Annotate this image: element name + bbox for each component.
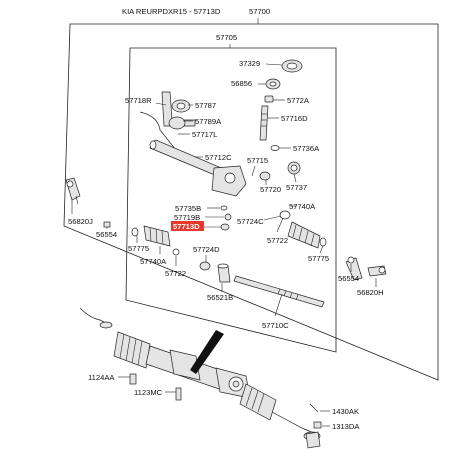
left-lock-nut-part: [103, 221, 111, 228]
pin-1430AK-part: [309, 403, 319, 413]
part-label-57722-right[interactable]: 57722: [267, 236, 288, 245]
gear-seal-part: [279, 210, 291, 220]
part-label-57775-right[interactable]: 57775: [308, 254, 329, 263]
mounting-bracket-part: [171, 99, 191, 113]
part-label-57740A-right[interactable]: 57740A: [289, 202, 316, 211]
left-bellows-boot-part: [131, 225, 171, 247]
part-label-56554-right[interactable]: 56554: [338, 274, 359, 283]
part-label-56521B[interactable]: 56521B: [207, 293, 233, 302]
mounting-bush-part: [168, 116, 186, 130]
part-label-57705[interactable]: 57705: [216, 33, 237, 42]
leader-57737: [293, 173, 297, 183]
diagram-title: KIA REURPDXR15 - 57713D: [122, 7, 221, 16]
part-label-57700[interactable]: 57700: [249, 7, 270, 16]
part-label-57712C[interactable]: 57712C: [205, 153, 232, 162]
part-label-1124AA[interactable]: 1124AA: [88, 373, 115, 382]
rack-seal-part: [199, 261, 211, 271]
part-label-1430AK[interactable]: 1430AK: [332, 407, 359, 416]
bolt-1124AA-part: [129, 373, 137, 385]
part-label-57715[interactable]: 57715: [247, 156, 268, 165]
bushing-part: [265, 78, 281, 90]
part-label-56820J[interactable]: 56820J: [68, 217, 93, 226]
leader-37329: [265, 63, 283, 66]
part-label-56856[interactable]: 56856: [231, 79, 252, 88]
seal-ring-part: [281, 59, 303, 73]
part-label-56820H[interactable]: 56820H: [357, 288, 384, 297]
part-label-57740A-left[interactable]: 57740A: [140, 257, 167, 266]
right-tie-rod-end-part: [345, 256, 387, 281]
part-label-57718R[interactable]: 57718R: [125, 96, 152, 105]
part-label-57717L[interactable]: 57717L: [192, 130, 217, 139]
right-bellows-boot-part: [287, 221, 327, 249]
part-label-57724C[interactable]: 57724C: [237, 217, 264, 226]
pointer-arrow: [190, 330, 224, 374]
part-label-57713D[interactable]: 57713D: [173, 222, 200, 231]
leader-57715: [251, 165, 256, 177]
part-label-5772A[interactable]: 5772A: [287, 96, 310, 105]
pinion-nut-part: [264, 95, 274, 103]
installed-steering-gear-illustration: [79, 307, 321, 449]
part-label-57722-left[interactable]: 57722: [165, 269, 186, 278]
leader-57718R: [155, 102, 167, 106]
assembly-frame-outer: [63, 23, 439, 381]
part-label-1123MC[interactable]: 1123MC: [134, 388, 163, 397]
leader-57722-r: [276, 217, 284, 233]
pinion-shaft-part: [259, 105, 269, 141]
rack-bar-part: [233, 275, 325, 308]
rack-housing-part: [149, 139, 247, 197]
nut-1313DA-part: [313, 421, 322, 429]
bolt-1123MC-part: [175, 387, 182, 401]
part-label-57716D[interactable]: 57716D: [281, 114, 308, 123]
part-label-1313DA[interactable]: 1313DA: [332, 422, 360, 431]
bracket-tube-part: [139, 91, 196, 151]
part-label-57710C[interactable]: 57710C: [262, 321, 289, 330]
left-tie-rod-end-part: [65, 177, 81, 205]
leader-57724C: [263, 215, 282, 221]
yoke-spring-part: [220, 205, 232, 231]
leader-57775-r: [319, 245, 324, 254]
boot-clip-left-part: [172, 248, 180, 256]
part-label-56554-left[interactable]: 56554: [96, 230, 117, 239]
part-label-57737[interactable]: 57737: [286, 183, 307, 192]
part-label-57719B[interactable]: 57719B: [174, 213, 200, 222]
rack-bush-part: [217, 263, 231, 283]
highlighted-part-box: [171, 221, 204, 231]
part-label-57775-left[interactable]: 57775: [128, 244, 149, 253]
part-label-57787[interactable]: 57787: [195, 101, 216, 110]
assembly-frame-inner: [125, 47, 337, 353]
lock-nut-part: [287, 161, 301, 175]
part-label-57724D[interactable]: 57724D: [193, 245, 220, 254]
part-label-57789A[interactable]: 57789A: [195, 117, 222, 126]
leader-57710C: [274, 293, 283, 317]
part-label-57720[interactable]: 57720: [260, 185, 281, 194]
part-label-57735B[interactable]: 57735B: [175, 204, 201, 213]
part-label-57736A[interactable]: 57736A: [293, 144, 320, 153]
o-ring-part: [270, 145, 280, 151]
adjust-plug-part: [259, 171, 271, 181]
part-label-37329[interactable]: 37329: [239, 59, 260, 68]
